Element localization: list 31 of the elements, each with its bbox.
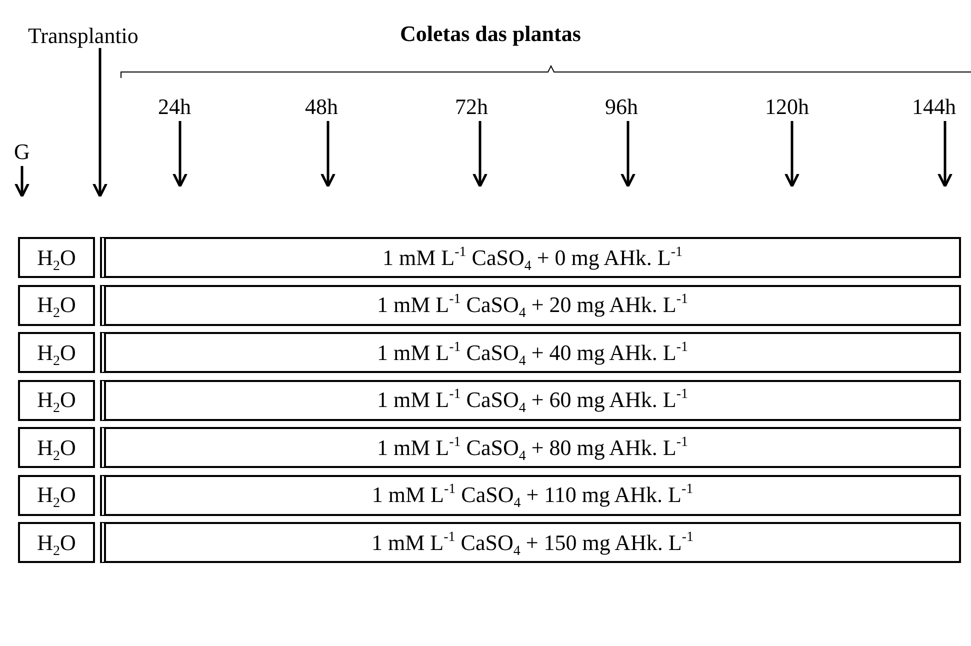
time-label: G (14, 140, 30, 164)
arrow (320, 121, 336, 188)
arrow (938, 121, 952, 188)
arrow (472, 121, 488, 188)
treatment-box: 1 mM L$^{-1}$ CaSO$_{4}$ + 0 mg AHk. L$^{-1}$ (100, 237, 961, 278)
water-box: H$_{2}$O (18, 332, 95, 373)
time-label: Transplantio (28, 24, 138, 48)
water-box: H$_{2}$O (18, 427, 95, 468)
arrow (14, 166, 30, 198)
arrow (784, 121, 800, 188)
time-label: 48h (305, 95, 338, 119)
arrow (92, 48, 108, 198)
treatment-box: 1 mM L$^{-1}$ CaSO$_{4}$ + 110 mg AHk. L$^{-1}$ (100, 474, 961, 516)
treatment-box: 1 mM L$^{-1}$ CaSO$_{4}$ + 60 mg AHk. L$^{-1}$ (100, 380, 961, 420)
timeline-heading: Coletas das plantas (400, 22, 581, 46)
time-label: 120h (765, 95, 809, 119)
water-box: H$_{2}$O (18, 237, 95, 278)
water-box: H$_{2}$O (18, 522, 95, 563)
water-box: H$_{2}$O (18, 380, 95, 420)
time-label: 144h (912, 95, 956, 119)
arrow (172, 121, 188, 188)
treatment-box: 1 mM L$^{-1}$ CaSO$_{4}$ + 40 mg AHk. L$^{-1}$ (100, 332, 961, 373)
water-box: H$_{2}$O (18, 284, 95, 326)
time-label: 24h (158, 95, 191, 119)
treatment-box: 1 mM L$^{-1}$ CaSO$_{4}$ + 20 mg AHk. L$^{-1}$ (100, 284, 961, 326)
treatment-box: 1 mM L$^{-1}$ CaSO$_{4}$ + 80 mg AHk. L$^{-1}$ (100, 427, 961, 468)
treatment-box: 1 mM L$^{-1}$ CaSO$_{4}$ + 150 mg AHk. L$^{-1}$ (100, 522, 961, 563)
water-box: H$_{2}$O (18, 474, 95, 516)
time-label: 72h (455, 95, 488, 119)
arrow (620, 121, 636, 188)
time-label: 96h (605, 95, 638, 119)
